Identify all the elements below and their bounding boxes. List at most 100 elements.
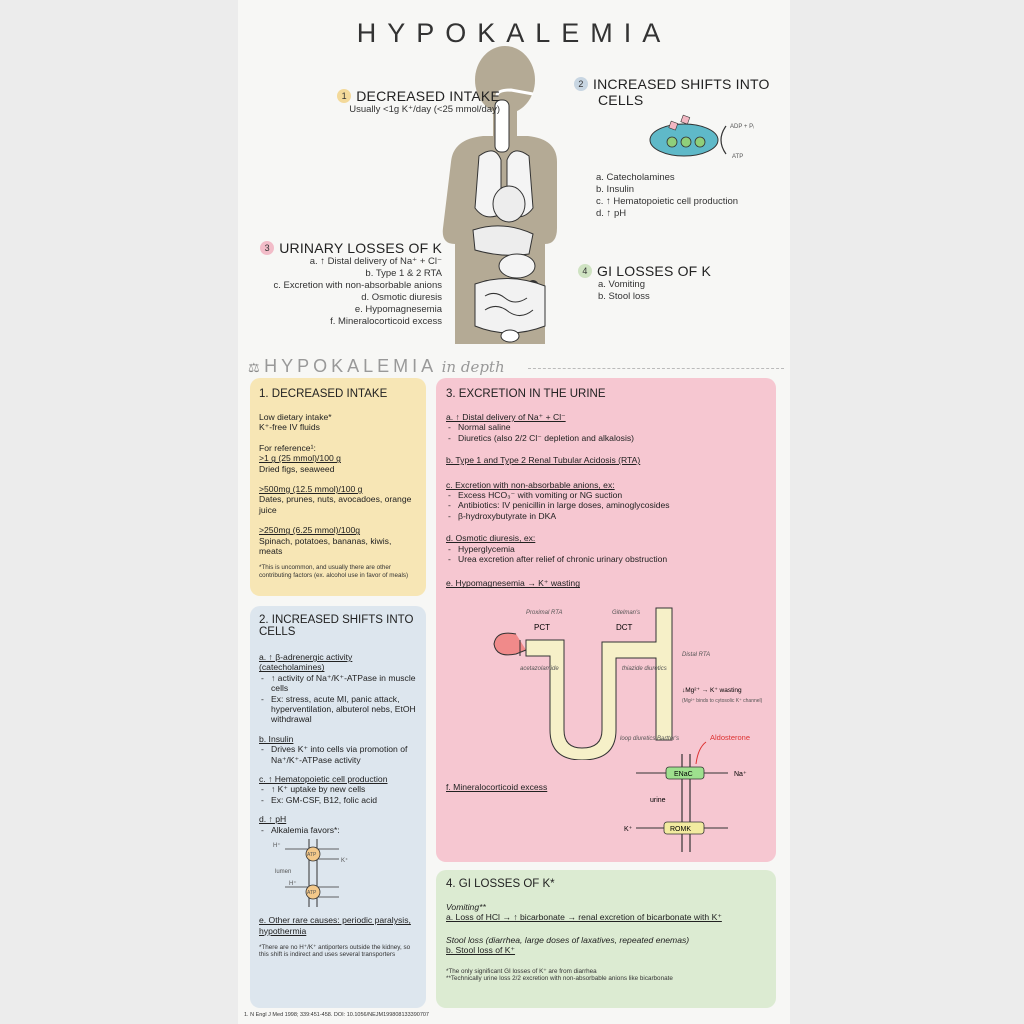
label-aldosterone: Aldosterone [710,733,750,742]
box-increased-shifts: 2. INCREASED SHIFTS INTO CELLS a. ↑ β-ad… [250,606,426,1008]
in-depth-title: HYPOKALEMIA [264,356,438,376]
list-item: Diuretics (also 2/2 Cl⁻ depletion and al… [446,433,766,444]
subsection-heading: c. ↑ Hematopoietic cell production [259,774,388,785]
atp-label: ATP [307,890,317,896]
label-loop-diuretics: loop diuretics Bartter's [620,736,679,742]
section-number-badge: 2 [574,77,588,91]
enac-romk-diagram: Aldosterone ENaC Na⁺ urine ROMK K⁺ [624,733,750,852]
label-na: Na⁺ [734,771,747,778]
footnote: *The only significant GI losses of K⁺ ar… [446,967,597,975]
label-mg-wasting: ↓Mg²⁺ → K⁺ wasting [682,687,742,694]
subsection-text: a. Loss of HCl → ↑ bicarbonate → renal e… [446,912,722,923]
subsection-heading: b. Insulin [259,733,294,744]
list-item: c. Excretion with non-absorbable anions [273,280,442,291]
list-item: Drives K⁺ into cells via promotion of Na… [259,744,417,765]
in-depth-subtitle: in depth [441,358,505,376]
list-item: d. ↑ pH [596,208,627,219]
food-group-heading: >250mg (6.25 mmol)/100g [259,525,361,536]
top-section-decreased-intake: 1 DECREASED INTAKE Usually <1g K⁺/day (<2… [300,88,500,116]
list-item: Urea excretion after relief of chronic u… [446,554,766,565]
label-gitelman: Gitelman's [612,610,640,616]
section-title-line1: INCREASED SHIFTS INTO [593,76,770,92]
box-line: K⁺-free IV fluids [259,422,320,433]
subsection-heading: f. Mineralocorticoid excess [446,782,548,792]
list-item: b. Type 1 & 2 RTA [365,268,442,279]
food-group-text: Spinach, potatoes, bananas, kiwis, meats [259,535,392,557]
top-section-urinary-losses: 3 URINARY LOSSES OF K a. ↑ Distal deliver… [252,240,442,328]
list-item: d. Osmotic diuresis [361,292,442,303]
top-section-2-list: a. Catecholamines b. Insulin c. ↑ Hemato… [596,172,786,220]
box-title: 4. GI LOSSES OF K* [446,878,555,890]
section-title: DECREASED INTAKE [356,88,500,104]
k-label: K⁺ [341,857,348,864]
label-pct: PCT [534,623,550,632]
subsection-heading: c. Excretion with non-absorbable anions,… [446,479,615,490]
box-title: 2. INCREASED SHIFTS INTO CELLS [259,614,414,638]
list-item: ↑ activity of Na⁺/K⁺-ATPase in muscle ce… [259,673,417,694]
list-item: Ex: GM-CSF, B12, folic acid [259,795,417,806]
section-subtitle: Usually <1g K⁺/day (<25 mmol/day) [349,104,500,115]
footnote: **Technically urine loss 2/2 excretion w… [446,975,673,983]
box-line: Low dietary intake* [259,412,332,422]
food-group-text: Dried figs, seaweed [259,463,335,474]
list-item: f. Mineralocorticoid excess [330,316,442,327]
label-urine: urine [650,797,666,804]
section-title-line2: CELLS [598,92,644,108]
h-label: H⁺ [289,880,297,887]
list-item: a. Catecholamines [596,172,675,183]
box-title: 1. DECREASED INTAKE [259,388,388,400]
subsection-heading: e. Other rare causes: periodic paralysis… [259,915,411,936]
label-mg-note: (Mg²⁺ binds to cytosolic K⁺ channel) [682,698,763,704]
box-gi-losses: 4. GI LOSSES OF K* Vomiting** a. Loss of… [436,870,776,1008]
list-item: c. ↑ Hematopoietic cell production [596,196,739,207]
subsection-heading: d. Osmotic diuresis, ex: [446,533,536,544]
label-k: K⁺ [624,826,633,833]
infographic-page: HYPOKALEMIA 1 DECREASED INTAKE Usually <1… [238,0,790,1024]
top-section-increased-shifts: 2 INCREASED SHIFTS INTO CELLS [574,76,774,108]
header-divider [528,368,784,369]
section-title: URINARY LOSSES OF K [279,240,442,256]
subsection-heading: d. ↑ pH [259,814,287,825]
box-excretion-urine: 3. EXCRETION IN THE URINE a. ↑ Distal de… [436,378,776,862]
footnote: *This is uncommon, and usually there are… [259,564,409,579]
lumen-label: lumen [275,869,291,875]
box-title: 3. EXCRETION IN THE URINE [446,388,606,400]
list-item: b. Insulin [596,184,635,195]
subsection-heading: Vomiting** [446,902,486,912]
section-number-badge: 3 [260,241,275,255]
label-dct: DCT [616,623,633,632]
h-k-antiporter-diagram: ATP ATP H⁺ K⁺ lumen H⁺ [273,839,348,908]
label-romk: ROMK [670,826,691,833]
footnote: *There are no H⁺/K⁺ antiporters outside … [259,943,411,959]
food-group-heading: >1 g (25 mmol)/100 g [259,453,341,464]
list-item: Normal saline [446,422,766,433]
section-number-badge: 1 [337,89,352,103]
subsection-heading: b. Type 1 and Type 2 Renal Tubular Acido… [446,455,641,466]
food-group-heading: >500mg (12.5 mmol)/100 g [259,484,363,495]
food-group-text: Dates, prunes, nuts, avocadoes, orange j… [259,494,412,515]
label-distal-rta: Distal RTA [682,652,710,658]
list-item: Ex: stress, acute MI, panic attack, hype… [259,694,417,725]
atp-label: ATP [732,154,743,160]
nephron-diagram: Proximal RTA Gitelman's PCT DCT acetazol… [493,607,763,760]
list-item: Antibiotics: IV penicillin in large dose… [446,500,766,511]
body-silhouette-illustration [442,46,557,344]
list-item: ↑ K⁺ uptake by new cells [259,784,417,795]
subsection-heading: a. ↑ β-adrenergic activity (catecholamin… [259,652,353,673]
page-title: HYPOKALEMIA [356,18,672,48]
section-number-badge: 4 [578,264,592,278]
list-item: a. Vomiting [598,279,645,290]
section-title: GI LOSSES OF K [597,263,712,279]
label-enac: ENaC [674,771,693,778]
list-item: e. Hypomagnesemia [354,304,442,315]
subsection-heading: e. Hypomagnesemia → K⁺ wasting [446,578,580,589]
label-proximal-rta: Proximal RTA [526,610,562,616]
subsection-heading: Stool loss (diarrhea, large doses of lax… [446,934,690,945]
atp-label: ATP [307,852,317,858]
label-acetazolamide: acetazolamide [520,666,559,672]
microscope-icon: ⚖ [248,360,260,375]
box-decreased-intake: 1. DECREASED INTAKE Low dietary intake* … [250,378,426,596]
list-item: a. ↑ Distal delivery of Na⁺ + Cl⁻ [309,256,442,267]
citation: 1. N Engl J Med 1998; 339:451-458. DOI: … [244,1012,429,1018]
